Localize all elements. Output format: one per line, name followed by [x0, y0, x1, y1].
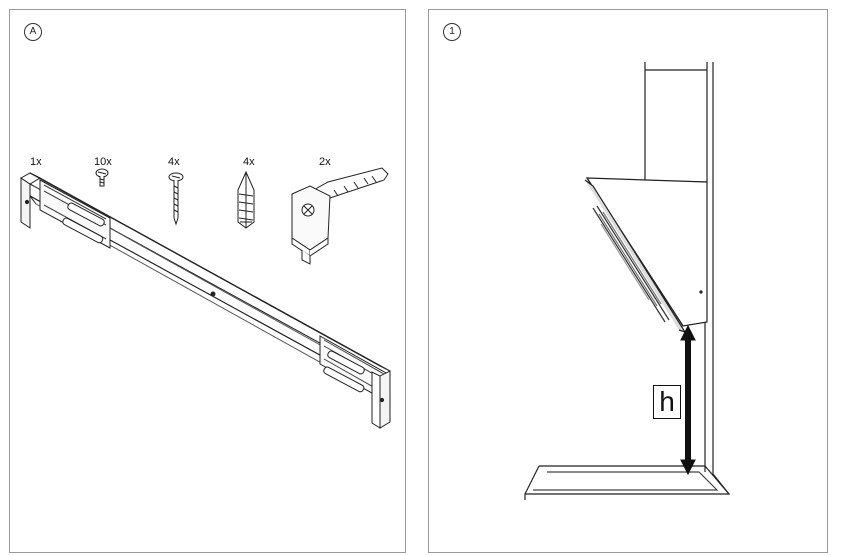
panel-parts: A 1x 10x 4x 4x 2x: [9, 9, 406, 553]
installation-illustration: [524, 62, 731, 500]
part-quantity-hook-bracket: 2x: [319, 156, 331, 168]
wall-plug-icon: [237, 170, 255, 229]
part-quantity-wall-plug: 4x: [243, 156, 255, 168]
bracket-rail-icon: [20, 172, 391, 429]
step-badge-a: A: [24, 23, 42, 41]
chimney-duct-icon: [644, 62, 708, 183]
part-quantity-bracket-rail: 1x: [30, 156, 42, 168]
hook-bracket-icon: [291, 167, 389, 265]
height-arrow-icon: [680, 324, 696, 476]
part-quantity-short-screw: 10x: [94, 156, 112, 168]
panel-installation: 1: [428, 9, 828, 553]
long-screw-icon: [168, 172, 184, 226]
height-label: h: [653, 385, 681, 419]
hood-canopy-icon: [584, 177, 708, 334]
parts-illustration: [20, 167, 391, 429]
part-quantity-long-screw: 4x: [168, 156, 180, 168]
step-badge-1: 1: [443, 23, 461, 41]
short-screw-icon: [95, 168, 109, 187]
